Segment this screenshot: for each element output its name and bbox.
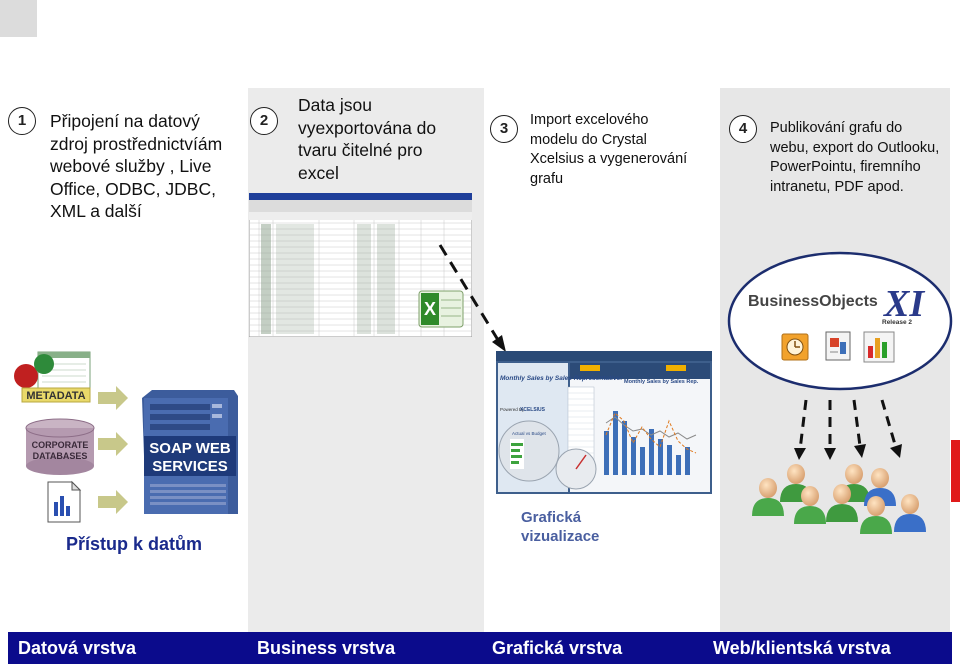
clock-icon (781, 333, 809, 361)
footer-web-layer: Web/klientská vrstva (713, 638, 891, 658)
soap-label: SOAP WEB (149, 440, 231, 457)
step-3-number: 3 (490, 115, 518, 143)
graphic-vis-caption-1: Grafická (521, 509, 582, 526)
users-group-icon (752, 464, 926, 534)
businessobjects-ellipse: BusinessObjects XI Release 2 (727, 251, 953, 391)
step-4-number: 4 (729, 115, 757, 143)
dashed-arrow-to-dashboard (438, 244, 506, 352)
layers-footer: Datová vrstva Business vrstva Grafická v… (8, 632, 952, 664)
step-4-text: Publikování grafu do webu, export do Out… (770, 120, 940, 195)
dashboard-brand: XCELSIUS (520, 407, 546, 413)
report-icon (825, 331, 851, 361)
dashboard-chart-title: Monthly Sales by Sales Rep. (624, 379, 699, 385)
bar-chart-icon (863, 331, 895, 363)
user-icon (894, 494, 926, 532)
bo-logo-version: XI (883, 283, 925, 325)
data-access-caption: Přístup k datům (66, 534, 203, 554)
excel-screenshot: X (248, 192, 473, 338)
xcelsius-dashboard: Monthly Sales by Sales Representative: M… (496, 351, 712, 494)
bo-logo-release: Release 2 (882, 319, 912, 326)
dashed-arrows-to-users (794, 399, 902, 460)
step-3-text: Import excelového modelu do Crystal Xcel… (530, 112, 688, 187)
step-2-number: 2 (250, 107, 278, 135)
databases-label: DATABASES (33, 451, 88, 461)
bo-logo-text: BusinessObjects (748, 293, 878, 310)
user-icon (860, 496, 892, 534)
metadata-label: METADATA (26, 390, 85, 402)
graphic-vis-caption-2: vizualizace (521, 528, 600, 545)
services-label: SERVICES (152, 458, 228, 475)
step-2-text: Data jsou vyexportována do tvaru čitelné… (298, 95, 437, 183)
footer-data-layer: Datová vrstva (18, 638, 137, 658)
step-1-number: 1 (8, 107, 36, 135)
metadata-icon: METADATA (10, 350, 95, 408)
step-1-text: Připojení na datový zdroj prostřednictví… (50, 111, 223, 221)
footer-business-layer: Business vrstva (257, 638, 396, 658)
business-column-bg (248, 88, 484, 632)
dashboard-powered-by: Powered By (500, 407, 525, 412)
user-icon (752, 478, 784, 516)
arrow-databases (98, 432, 128, 456)
user-icon (826, 484, 858, 522)
footer-graphic-layer: Grafická vrstva (492, 638, 623, 658)
arrow-metadata (98, 386, 128, 410)
corporate-databases-icon: CORPORATE DATABASES (24, 418, 96, 476)
corporate-label: CORPORATE (32, 440, 89, 450)
arrow-document (98, 490, 128, 514)
excel-spreadsheet-icon: X (248, 192, 473, 338)
source-arrows (98, 386, 128, 514)
dashboard-title-left: Monthly Sales by Sales Representative: (500, 375, 622, 382)
user-icon (794, 486, 826, 524)
corner-tab (0, 0, 37, 37)
svg-text:X: X (424, 299, 436, 319)
document-chart-icon (46, 480, 82, 524)
soap-server-icon: SOAP WEB SERVICES (138, 390, 240, 514)
dashboard-gauge-label: Actual vs Budget (512, 431, 547, 436)
red-edge-mark (951, 440, 960, 502)
